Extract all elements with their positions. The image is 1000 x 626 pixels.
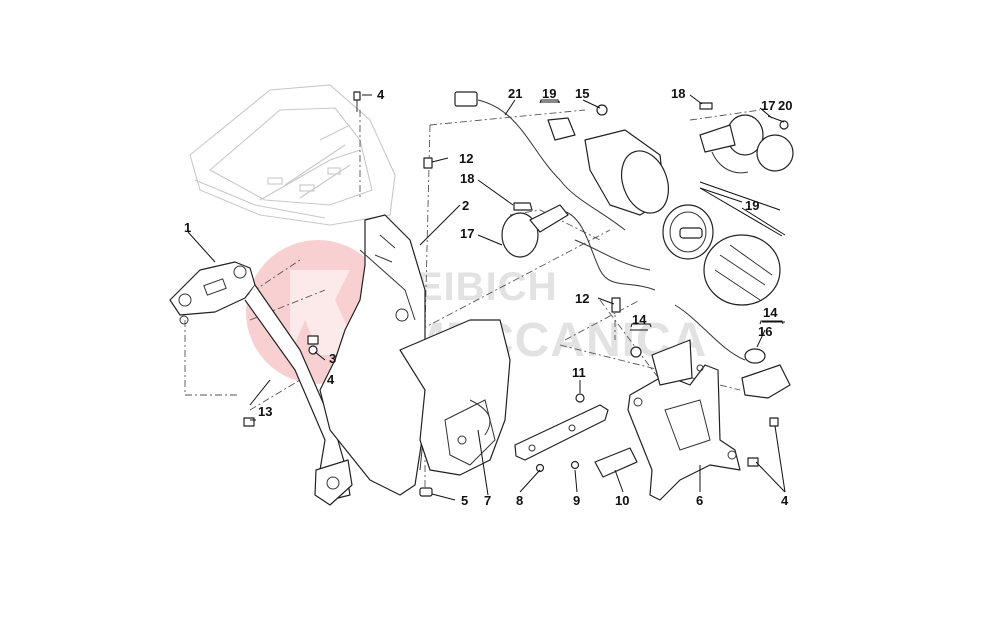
callout-12-mid: 12 [575,291,589,306]
callout-8: 8 [516,493,523,508]
callout-19-right: 19 [745,198,759,213]
screws-small [243,91,789,497]
turn-signal-right [699,114,794,174]
turn-signal-left [501,204,656,291]
reflector-part-10 [594,447,638,478]
callout-11: 11 [572,365,586,380]
plate-light-part-16 [674,304,791,399]
callout-21: 21 [508,86,522,101]
callout-6: 6 [696,493,703,508]
callout-4-mid: 4 [327,372,335,387]
callout-18-right: 18 [671,86,685,101]
callout-2: 2 [462,198,469,213]
rear-mudguard-part-2 [319,214,431,496]
callout-15: 15 [575,86,589,101]
callout-7: 7 [484,493,491,508]
callout-4-top: 4 [377,87,385,102]
callout-12-top: 12 [459,151,473,166]
callout-17-left: 17 [460,226,474,241]
callout-19-top: 19 [542,86,556,101]
callout-16: 16 [758,324,772,339]
label-brackets [539,99,784,328]
callout-9: 9 [573,493,580,508]
callout-labels: 4 21 19 15 18 17 20 12 18 2 19 1 17 12 1… [184,86,792,508]
callout-14-left: 14 [632,312,647,327]
callout-17-right: 17 [761,98,775,113]
mudguard-extension-part-7 [399,319,511,476]
callout-3: 3 [329,351,336,366]
plate-bracket-part-8 [514,404,609,461]
callout-18-left: 18 [460,171,474,186]
license-plate-holder-part-6 [627,339,741,501]
callout-4-bottom: 4 [781,493,789,508]
callout-5: 5 [461,493,468,508]
support-bracket-part-1 [169,261,353,506]
watermark-logo-mark [290,270,360,355]
leader-lines [187,94,786,501]
callout-14-right: 14 [763,305,778,320]
callout-13: 13 [258,404,272,419]
tail-light-assembly [454,91,781,306]
callout-1: 1 [184,220,191,235]
assembly-lines [184,109,761,490]
callout-10: 10 [615,493,629,508]
frame-subframe-outline [189,84,396,226]
callout-20: 20 [778,98,792,113]
